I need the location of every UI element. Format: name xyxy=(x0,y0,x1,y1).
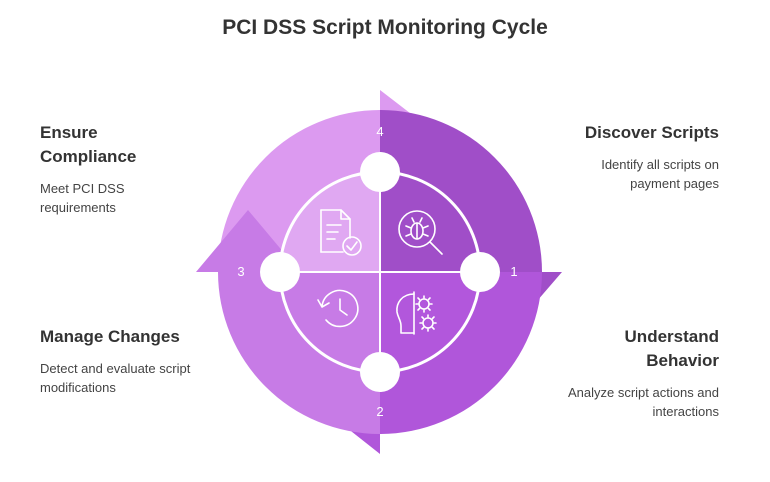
step-4-number: 4 xyxy=(376,124,383,139)
step-1-number: 1 xyxy=(510,264,517,279)
step-2-text: Understand Behavior Analyze script actio… xyxy=(519,325,719,421)
document-check-icon xyxy=(320,209,362,256)
step-3-heading: Manage Changes xyxy=(40,327,180,346)
step-1-heading: Discover Scripts xyxy=(584,123,719,142)
bug-search-icon xyxy=(398,210,443,255)
diagram-title: PCI DSS Script Monitoring Cycle xyxy=(222,16,548,39)
step-4-heading: Ensure Compliance xyxy=(40,123,137,166)
step-2-heading: Understand Behavior xyxy=(624,327,719,370)
history-clock-icon xyxy=(317,289,359,328)
step-3-number: 3 xyxy=(237,264,244,279)
arrow-step-3 xyxy=(196,210,380,434)
step-2-number: 2 xyxy=(376,404,383,419)
step-1-description: Identify all scripts on payment pages xyxy=(601,157,719,191)
step-4-description: Meet PCI DSS requirements xyxy=(40,181,125,215)
step-2-description: Analyze script actions and interactions xyxy=(567,385,719,419)
head-gears-icon xyxy=(396,291,437,335)
step-3-description: Detect and evaluate script modifications xyxy=(40,361,191,395)
step-4-text: Ensure Compliance Meet PCI DSS requireme… xyxy=(40,121,240,217)
step-1-text: Discover Scripts Identify all scripts on… xyxy=(519,121,719,193)
step-3-text: Manage Changes Detect and evaluate scrip… xyxy=(40,325,240,397)
